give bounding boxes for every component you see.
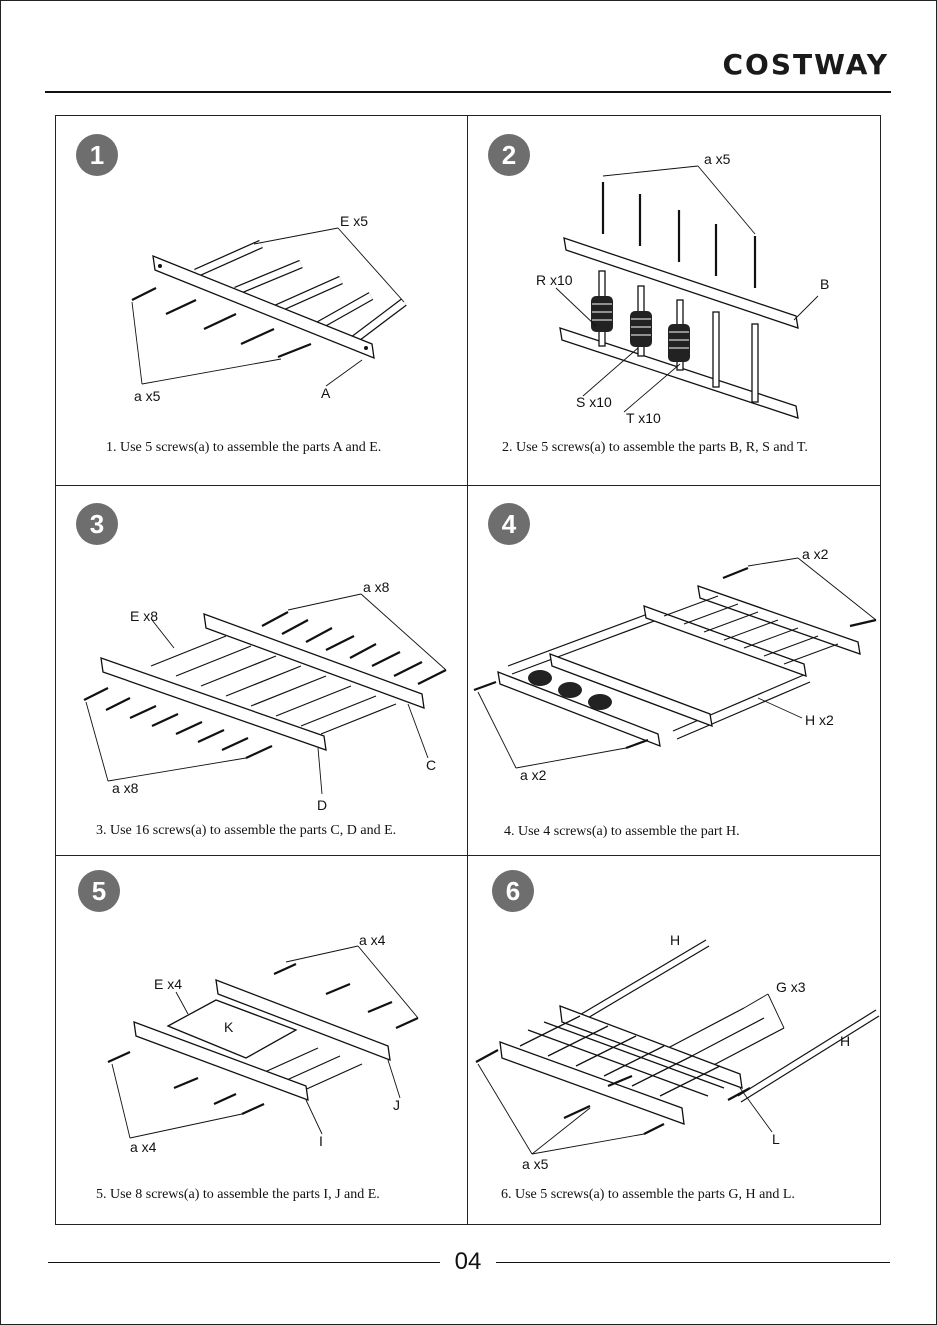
- step-4-label-h: H x2: [805, 712, 834, 728]
- step-6-badge: [492, 870, 534, 912]
- footer-rule-right: [496, 1262, 890, 1263]
- step-5-label-a-bottom: a x4: [130, 1139, 157, 1155]
- step-3-label-e: E x8: [130, 608, 158, 624]
- step-3-screws-top: [261, 611, 447, 685]
- instruction-grid: [55, 115, 881, 1225]
- step-2-screws: [601, 182, 757, 288]
- step-2-label-s: S x10: [576, 394, 612, 410]
- step-4-panel: 4 a x2 a x2 H x2 4. Use 4 screws(a) to a…: [468, 486, 880, 855]
- step-6-label-h-right: H: [840, 1033, 850, 1049]
- step-5-badge: [78, 870, 120, 912]
- step-5-label-a-top: a x4: [359, 932, 386, 948]
- brand-logo: COSTWAY: [722, 48, 889, 81]
- step-1-diagram: 1 E x5 a x5 A: [76, 134, 407, 404]
- step-3-panel: 3 a x8 E x8: [56, 486, 467, 855]
- step-6-rods-h: [577, 939, 880, 1103]
- step-1-label-a: a x5: [134, 388, 161, 404]
- step-4-badge: [488, 503, 530, 545]
- grid-divider-vertical: [467, 115, 468, 1225]
- step-4-diagram: 4 a x2 a x2 H x2: [473, 503, 877, 783]
- step-2-panel: 2 a x5 B R x10 S: [468, 116, 880, 485]
- page-number: 04: [454, 1248, 482, 1275]
- step-3-label-a-bottom: a x8: [112, 780, 139, 796]
- step-3-label-d: D: [317, 797, 327, 813]
- step-6-diagram: 6 H G x3 H L a x5: [475, 870, 880, 1172]
- step-4-label-a-top: a x2: [802, 546, 829, 562]
- step-1-panel: 1 E x5 a x5 A 1. Use 5 screws(a) to asse…: [56, 116, 467, 485]
- step-1-number: 1: [90, 140, 104, 170]
- step-5-screws: [107, 962, 419, 1116]
- step-5-label-k: K: [224, 1019, 234, 1035]
- step-2-caption: 2. Use 5 screws(a) to assemble the parts…: [502, 440, 808, 455]
- step-5-number: 5: [92, 876, 106, 906]
- step-5-label-e: E x4: [154, 976, 182, 992]
- step-1-badge: [76, 134, 118, 176]
- step-5-board-i: [133, 1021, 309, 1101]
- step-4-screws: [473, 566, 877, 750]
- step-6-screws: [475, 1049, 751, 1135]
- step-6-panel: 6 H G x3 H L a x5: [468, 856, 880, 1224]
- step-1-caption: 1. Use 5 screws(a) to assemble the parts…: [106, 440, 382, 455]
- step-6-caption: 6. Use 5 screws(a) to assemble the parts…: [501, 1187, 795, 1202]
- step-2-label-t: T x10: [626, 410, 661, 426]
- step-4-frame-back-outer: [697, 585, 861, 655]
- step-2-posts: [591, 270, 759, 403]
- step-3-label-c: C: [426, 757, 436, 773]
- step-1-screws: [131, 287, 312, 359]
- step-3-number: 3: [90, 509, 104, 539]
- step-3-caption: 3. Use 16 screws(a) to assemble the part…: [96, 823, 397, 838]
- step-5-label-i: I: [319, 1133, 323, 1149]
- step-5-panel-k: [166, 999, 298, 1059]
- step-4-number: 4: [502, 509, 517, 539]
- step-6-label-a: a x5: [522, 1156, 549, 1172]
- grid-divider-row-2: [55, 855, 881, 856]
- step-3-badge: [76, 503, 118, 545]
- step-4-rods-h: [507, 611, 811, 740]
- step-2-number: 2: [502, 140, 516, 170]
- step-3-diagram: 3 a x8 E x8: [76, 503, 447, 813]
- grid-divider-row-1: [55, 485, 881, 486]
- step-2-diagram: 2 a x5 B R x10 S: [488, 134, 829, 426]
- step-3-board-d: [100, 657, 327, 751]
- step-2-label-a: a x5: [704, 151, 731, 167]
- step-2-board-b: [563, 237, 799, 329]
- step-2-badge: [488, 134, 530, 176]
- footer-rule-left: [48, 1262, 440, 1263]
- step-3-dowels: [150, 635, 397, 735]
- step-6-number: 6: [506, 876, 520, 906]
- step-4-frame-front-outer: [497, 670, 661, 748]
- step-1-board-a: [152, 254, 375, 360]
- header-rule: [45, 91, 891, 93]
- step-4-caption: 4. Use 4 screws(a) to assemble the part …: [504, 824, 740, 839]
- step-4-label-a-bottom: a x2: [520, 767, 547, 783]
- step-5-diagram: 5 a x4 E x4 K a x4 I J: [78, 870, 419, 1155]
- step-1-label-part-a: A: [321, 385, 331, 401]
- step-2-label-b: B: [820, 276, 829, 292]
- step-1-dowels: [194, 239, 407, 346]
- step-5-label-j: J: [393, 1097, 400, 1113]
- step-6-label-h-top: H: [670, 932, 680, 948]
- step-5-panel: 5 a x4 E x4 K a x4 I J 5. Use 8 screws(a…: [56, 856, 467, 1224]
- step-5-board-j: [215, 978, 391, 1062]
- step-3-label-a-top: a x8: [363, 579, 390, 595]
- step-3-screws-bottom: [83, 687, 273, 759]
- step-5-caption: 5. Use 8 screws(a) to assemble the parts…: [96, 1187, 380, 1202]
- step-6-frame-l-back: [559, 1005, 743, 1089]
- step-3-board-c: [203, 613, 425, 709]
- step-6-frame-l-front: [499, 1041, 685, 1125]
- step-4-frame-front-inner: [549, 652, 713, 728]
- step-6-label-g: G x3: [776, 979, 806, 995]
- step-1-label-e: E x5: [340, 213, 368, 229]
- step-6-label-l: L: [772, 1131, 780, 1147]
- step-2-label-r: R x10: [536, 272, 573, 288]
